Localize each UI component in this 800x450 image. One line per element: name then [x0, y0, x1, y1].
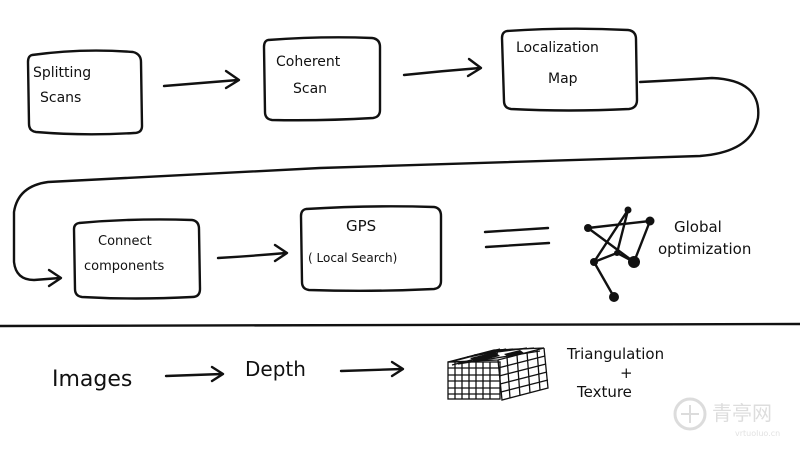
gps-label-line1: GPS — [346, 217, 376, 235]
mesh-grid-icon — [447, 347, 549, 401]
arrow-splitting-to-coherent — [162, 69, 241, 90]
texture-label: Texture — [576, 383, 632, 401]
connect-components-box — [72, 218, 202, 300]
global-optimization-label-line2: optimization — [658, 240, 751, 258]
splitting-scans-label-line2: Scans — [40, 90, 81, 106]
localization-map-node: Localization Map — [500, 27, 639, 112]
gps-node: GPS ( Local Search) — [299, 205, 443, 292]
gps-box — [299, 205, 443, 292]
splitting-scans-label-line1: Splitting — [33, 65, 91, 81]
images-label: Images — [52, 367, 132, 392]
watermark-url: vrtuoluo.cn — [735, 429, 780, 438]
coherent-scan-label-line1: Coherent — [276, 54, 341, 70]
watermark-name: 青亭网 — [712, 401, 772, 425]
connect-components-node: Connect components — [72, 218, 202, 300]
arrow-coherent-to-localization — [402, 57, 483, 78]
section-divider — [0, 322, 800, 328]
connect-components-label-line2: components — [84, 259, 165, 274]
depth-label: Depth — [245, 357, 306, 381]
coherent-scan-label-line2: Scan — [293, 81, 327, 97]
global-optimization-label-line1: Global — [674, 218, 722, 236]
coherent-scan-box — [262, 36, 382, 122]
splitting-scans-node: Splitting Scans — [26, 49, 144, 136]
connector-row1-to-row2 — [12, 76, 760, 288]
localization-map-label-line2: Map — [548, 71, 578, 87]
arrow-images-to-depth — [164, 365, 225, 383]
arrow-depth-to-mesh — [339, 360, 405, 378]
plus-label: + — [620, 364, 633, 382]
equals-sign — [483, 226, 551, 249]
triangulation-label: Triangulation — [566, 345, 664, 363]
coherent-scan-node: Coherent Scan — [262, 36, 382, 122]
localization-map-box — [500, 27, 639, 112]
splitting-scans-box — [26, 49, 144, 136]
gps-label-line2: ( Local Search) — [308, 251, 397, 265]
connect-components-label-line1: Connect — [98, 234, 152, 249]
watermark: 青亭网 vrtuoluo.cn — [673, 397, 780, 438]
graph-optimization-icon — [584, 206, 655, 302]
arrow-connect-to-gps — [216, 243, 289, 263]
localization-map-label-line1: Localization — [516, 40, 599, 56]
